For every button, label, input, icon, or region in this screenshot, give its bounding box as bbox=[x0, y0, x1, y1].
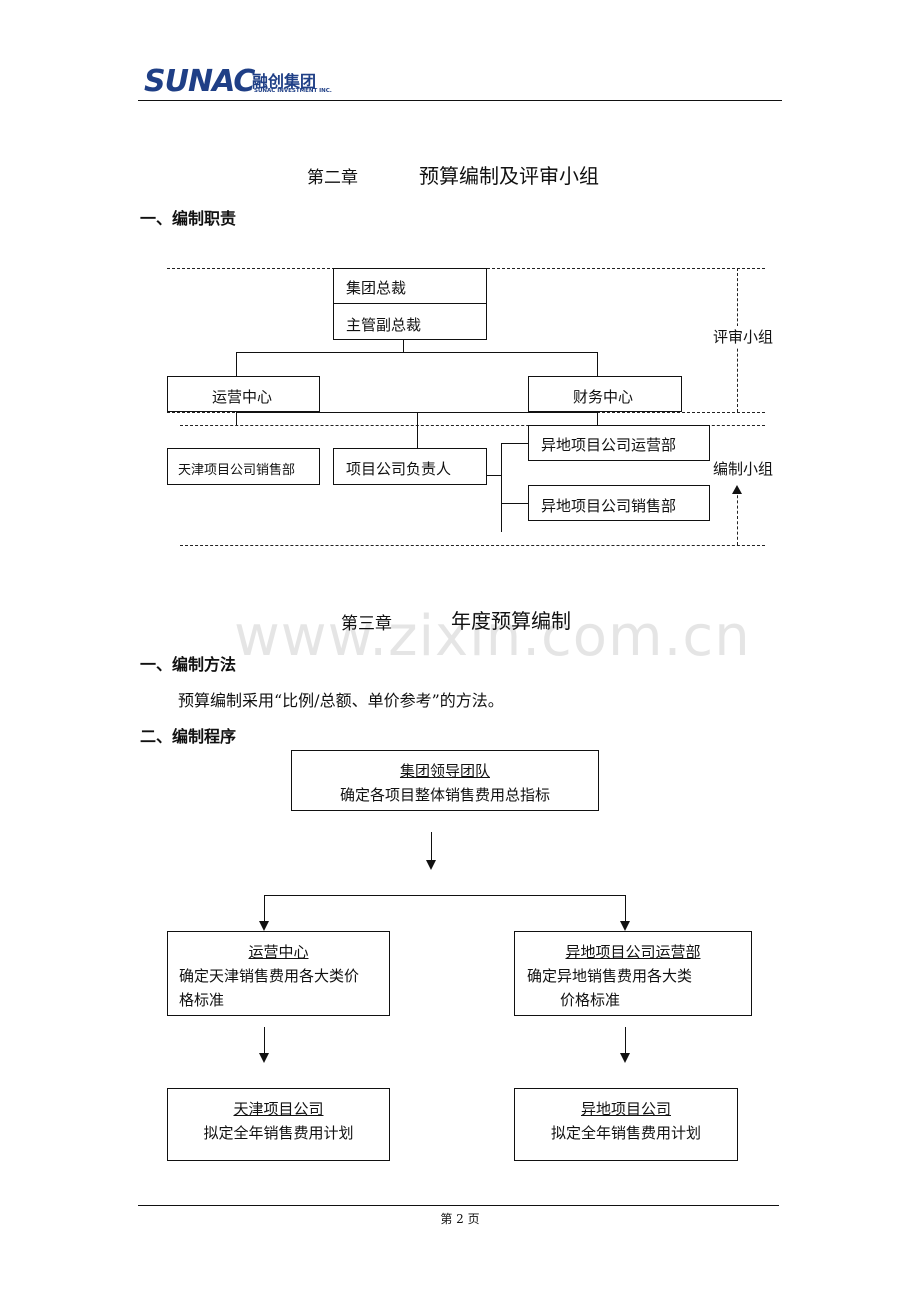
connector-vp-down bbox=[403, 340, 404, 352]
connector-ops-center bbox=[236, 352, 237, 376]
flow-leadership-text: 确定各项目整体销售费用总指标 bbox=[339, 786, 550, 804]
flow-ops-center-text-1: 确定天津销售费用各大类价 bbox=[179, 967, 360, 985]
chapter2-number: 第二章 bbox=[307, 168, 358, 188]
compile-group-label: 编制小组 bbox=[713, 458, 774, 479]
chapter3-title: 年度预算编制 bbox=[451, 609, 571, 633]
flow-remote-ops-text-2: 价格标准 bbox=[560, 991, 621, 1009]
flow-split-right bbox=[625, 895, 626, 923]
flow-remote-company-title: 异地项目公司 bbox=[580, 1100, 671, 1118]
org-fin-center-label: 财务中心 bbox=[573, 388, 634, 406]
org-box-project-head: 项目公司负责人 bbox=[333, 448, 487, 485]
org-remote-ops-label: 异地项目公司运营部 bbox=[541, 436, 677, 454]
flow-box-leadership: 集团领导团队 确定各项目整体销售费用总指标 bbox=[291, 750, 599, 811]
watermark: www.zixin.com.cn bbox=[234, 604, 751, 669]
page-number: 第 2 页 bbox=[440, 1212, 480, 1226]
arrow-down-icon bbox=[620, 1053, 630, 1063]
flow-remote-ops-text-1: 确定异地销售费用各大类 bbox=[527, 967, 693, 985]
flow-arrow-1-shaft bbox=[431, 832, 432, 862]
logo-wordmark: SUNAC bbox=[144, 64, 255, 99]
header-rule bbox=[138, 100, 782, 101]
compile-group-top-border bbox=[180, 425, 765, 426]
flow-remote-company-text: 拟定全年销售费用计划 bbox=[550, 1124, 701, 1142]
org-remote-sales-label: 异地项目公司销售部 bbox=[541, 497, 677, 515]
flow-split-left bbox=[264, 895, 265, 923]
flow-remote-ops-title: 异地项目公司运营部 bbox=[565, 943, 701, 961]
flow-box-remote-ops: 异地项目公司运营部 确定异地销售费用各大类 价格标准 bbox=[514, 931, 752, 1016]
arrow-down-icon bbox=[426, 860, 436, 870]
flow-box-ops-center: 运营中心 确定天津销售费用各大类价 格标准 bbox=[167, 931, 390, 1016]
flow-tianjin-company-text: 拟定全年销售费用计划 bbox=[203, 1124, 354, 1142]
method-paragraph: 预算编制采用“比例/总额、单价参考”的方法。 bbox=[178, 691, 504, 710]
chapter2-section1-heading: 一、编制职责 bbox=[140, 209, 237, 228]
org-vp-label: 主管副总裁 bbox=[346, 316, 422, 334]
org-ops-center-label: 运营中心 bbox=[212, 388, 273, 406]
org-tianjin-sales-label: 天津项目公司销售部 bbox=[178, 463, 296, 478]
flow-arrow-left-shaft bbox=[264, 1027, 265, 1055]
connector-ops-down bbox=[236, 412, 237, 425]
org-project-head-label: 项目公司负责人 bbox=[346, 460, 452, 478]
org-box-tianjin-sales: 天津项目公司销售部 bbox=[167, 448, 320, 485]
flow-tianjin-company-title: 天津项目公司 bbox=[233, 1100, 324, 1118]
logo-chinese-name: 融创集团 bbox=[252, 72, 317, 91]
flow-box-tianjin-company: 天津项目公司 拟定全年销售费用计划 bbox=[167, 1088, 390, 1161]
connector-lower-bar bbox=[236, 412, 598, 413]
org-box-fin-center: 财务中心 bbox=[528, 376, 682, 412]
connector-remote-ops bbox=[501, 443, 528, 444]
logo-subtitle: SUNAC INVESTMENT INC. bbox=[254, 88, 332, 94]
flow-leadership-title: 集团领导团队 bbox=[399, 762, 490, 780]
company-logo: SUNAC 融创集团 SUNAC INVESTMENT INC. bbox=[144, 64, 344, 100]
arrow-down-icon bbox=[259, 921, 269, 931]
connector-fin-center bbox=[597, 352, 598, 376]
org-ceo-label: 集团总裁 bbox=[346, 279, 407, 297]
flow-ops-center-title: 运营中心 bbox=[248, 943, 309, 961]
arrow-up-icon bbox=[732, 485, 742, 494]
connector-project-head-up bbox=[417, 412, 418, 448]
flow-ops-center-text-2: 格标准 bbox=[179, 991, 225, 1009]
compile-group-bottom-border bbox=[180, 545, 765, 546]
org-box-vp: 主管副总裁 bbox=[333, 303, 487, 340]
flow-box-remote-company: 异地项目公司 拟定全年销售费用计划 bbox=[514, 1088, 738, 1161]
arrow-down-icon bbox=[620, 921, 630, 931]
flow-arrow-right-shaft bbox=[625, 1027, 626, 1055]
chapter3-section1-heading: 一、编制方法 bbox=[140, 655, 237, 674]
chapter2-title: 预算编制及评审小组 bbox=[419, 164, 599, 188]
org-box-ceo: 集团总裁 bbox=[333, 268, 487, 304]
connector-centers-bar bbox=[236, 352, 598, 353]
org-box-remote-ops: 异地项目公司运营部 bbox=[528, 425, 710, 461]
connector-fin-down bbox=[597, 412, 598, 425]
chapter3-section2-heading: 二、编制程序 bbox=[140, 727, 237, 746]
org-box-ops-center: 运营中心 bbox=[167, 376, 320, 412]
review-group-label: 评审小组 bbox=[713, 326, 774, 347]
connector-remote-trunk bbox=[501, 443, 502, 532]
connector-head-to-remote bbox=[487, 475, 501, 476]
flow-split-bar bbox=[264, 895, 626, 896]
chapter3-number: 第三章 bbox=[341, 614, 392, 634]
arrow-down-icon bbox=[259, 1053, 269, 1063]
compile-group-bracket bbox=[737, 490, 738, 545]
org-box-remote-sales: 异地项目公司销售部 bbox=[528, 485, 710, 521]
connector-remote-sales bbox=[501, 503, 528, 504]
footer-rule bbox=[138, 1205, 779, 1206]
